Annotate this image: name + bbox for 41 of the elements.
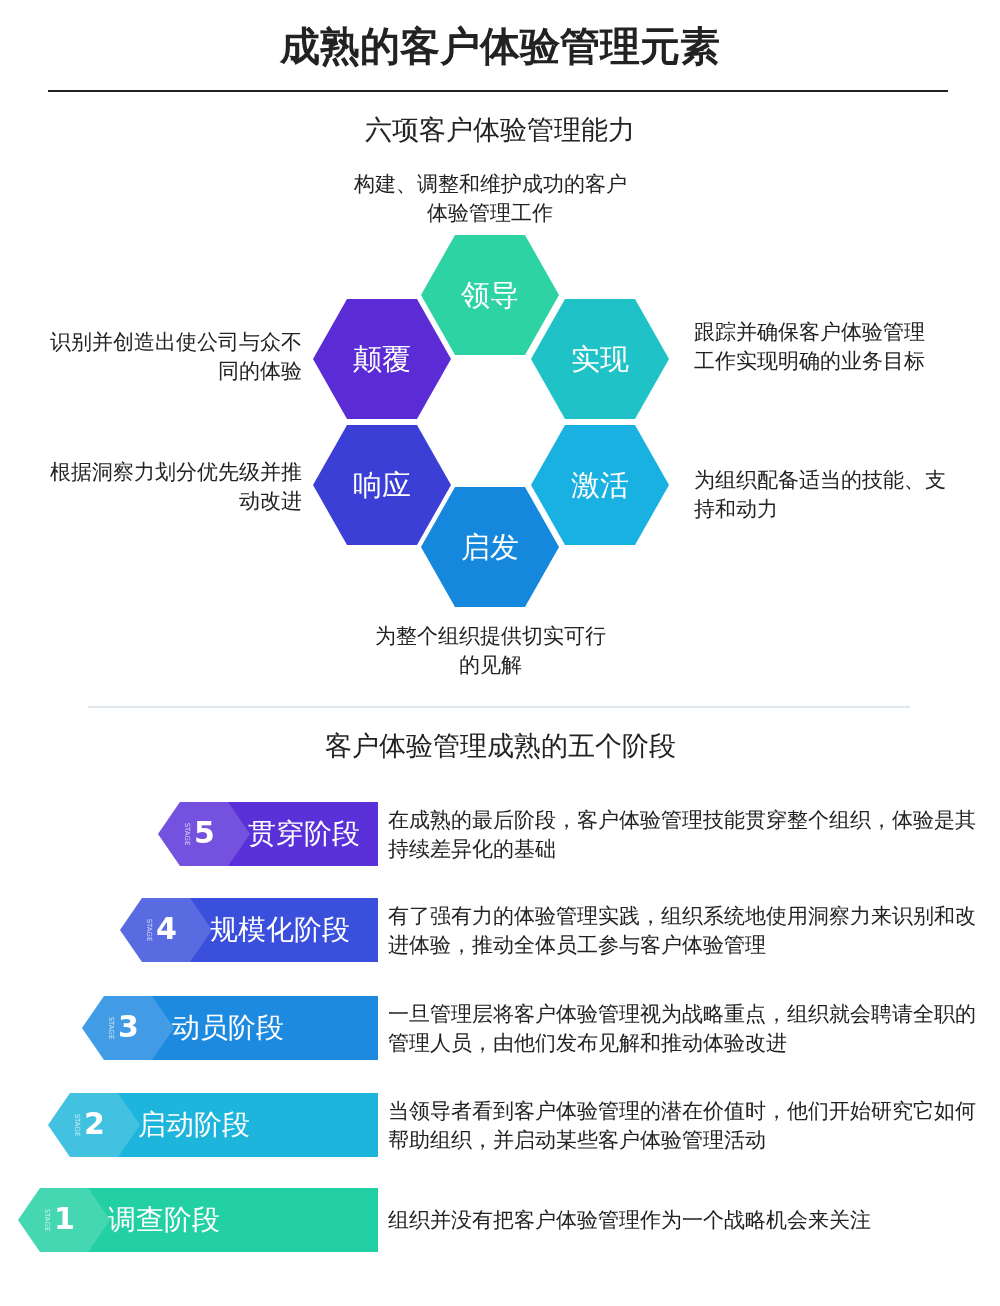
capability-name: 响应 [352,468,412,502]
stage-number: 3 [118,1009,139,1045]
description-text: 识别并创造出使公司与众不同的体验 [49,329,302,385]
description-text: 构建、调整和维护成功的客户体验管理工作 [352,171,628,227]
stage-number: 1 [54,1201,75,1237]
description-text: 跟踪并确保客户体验管理工作实现明确的业务目标 [694,319,926,375]
hexagon-tile [420,234,560,356]
description-text: 在成熟的最后阶段，客户体验管理技能贯穿整个组织，体验是其持续差异化的基础 [388,807,977,863]
stage-number: 2 [84,1106,105,1142]
hexagon-tile [530,298,670,420]
stage-name: 规模化阶段 [210,912,350,948]
stage-banner [18,1188,378,1252]
stage-banner [120,898,378,962]
description-text: 为整个组织提供切实可行的见解 [373,623,607,679]
description-text: 当领导者看到客户体验管理的潜在价值时，他们开始研究它如何帮助组织，并启动某些客户体验管理活动 [388,1098,977,1154]
description-text: 根据洞察力划分优先级并推动改进 [49,459,302,515]
description-text: 为组织配备适当的技能、支持和动力 [694,467,947,523]
stage-number: 4 [156,911,177,947]
stage-name: 启动阶段 [138,1107,250,1143]
capability-name: 颠覆 [352,342,412,376]
description-text: 有了强有力的体验管理实践，组织系统地使用洞察力来识别和改进体验，推动全体员工参与客户体验管理 [388,903,977,959]
capability-name: 启发 [460,530,520,564]
stage-name: 调查阶段 [108,1202,220,1238]
stage-number: 5 [194,815,215,851]
stage-name: 贯穿阶段 [248,816,360,852]
description-text: 一旦管理层将客户体验管理视为战略重点，组织就会聘请全职的管理人员，由他们发布见解和推动体验改进 [388,1001,977,1057]
hexagon-tile [420,486,560,608]
section-heading: 六项客户体验管理能力 [364,113,636,147]
capability-name: 实现 [570,342,630,376]
hexagon-tile [312,424,452,546]
hexagon-tile [312,298,452,420]
description-text: 组织并没有把客户体验管理作为一个战略机会来关注 [388,1207,872,1234]
capability-name: 领导 [460,278,520,312]
stage-banner [158,802,378,866]
hexagon-tile [530,424,670,546]
section-heading: 客户体验管理成熟的五个阶段 [323,729,677,763]
page-title: 成熟的客户体验管理元素 [279,22,721,71]
stage-banner [82,996,378,1060]
capability-name: 激活 [570,468,630,502]
stage-banner [48,1093,378,1157]
stage-name: 动员阶段 [172,1010,284,1046]
